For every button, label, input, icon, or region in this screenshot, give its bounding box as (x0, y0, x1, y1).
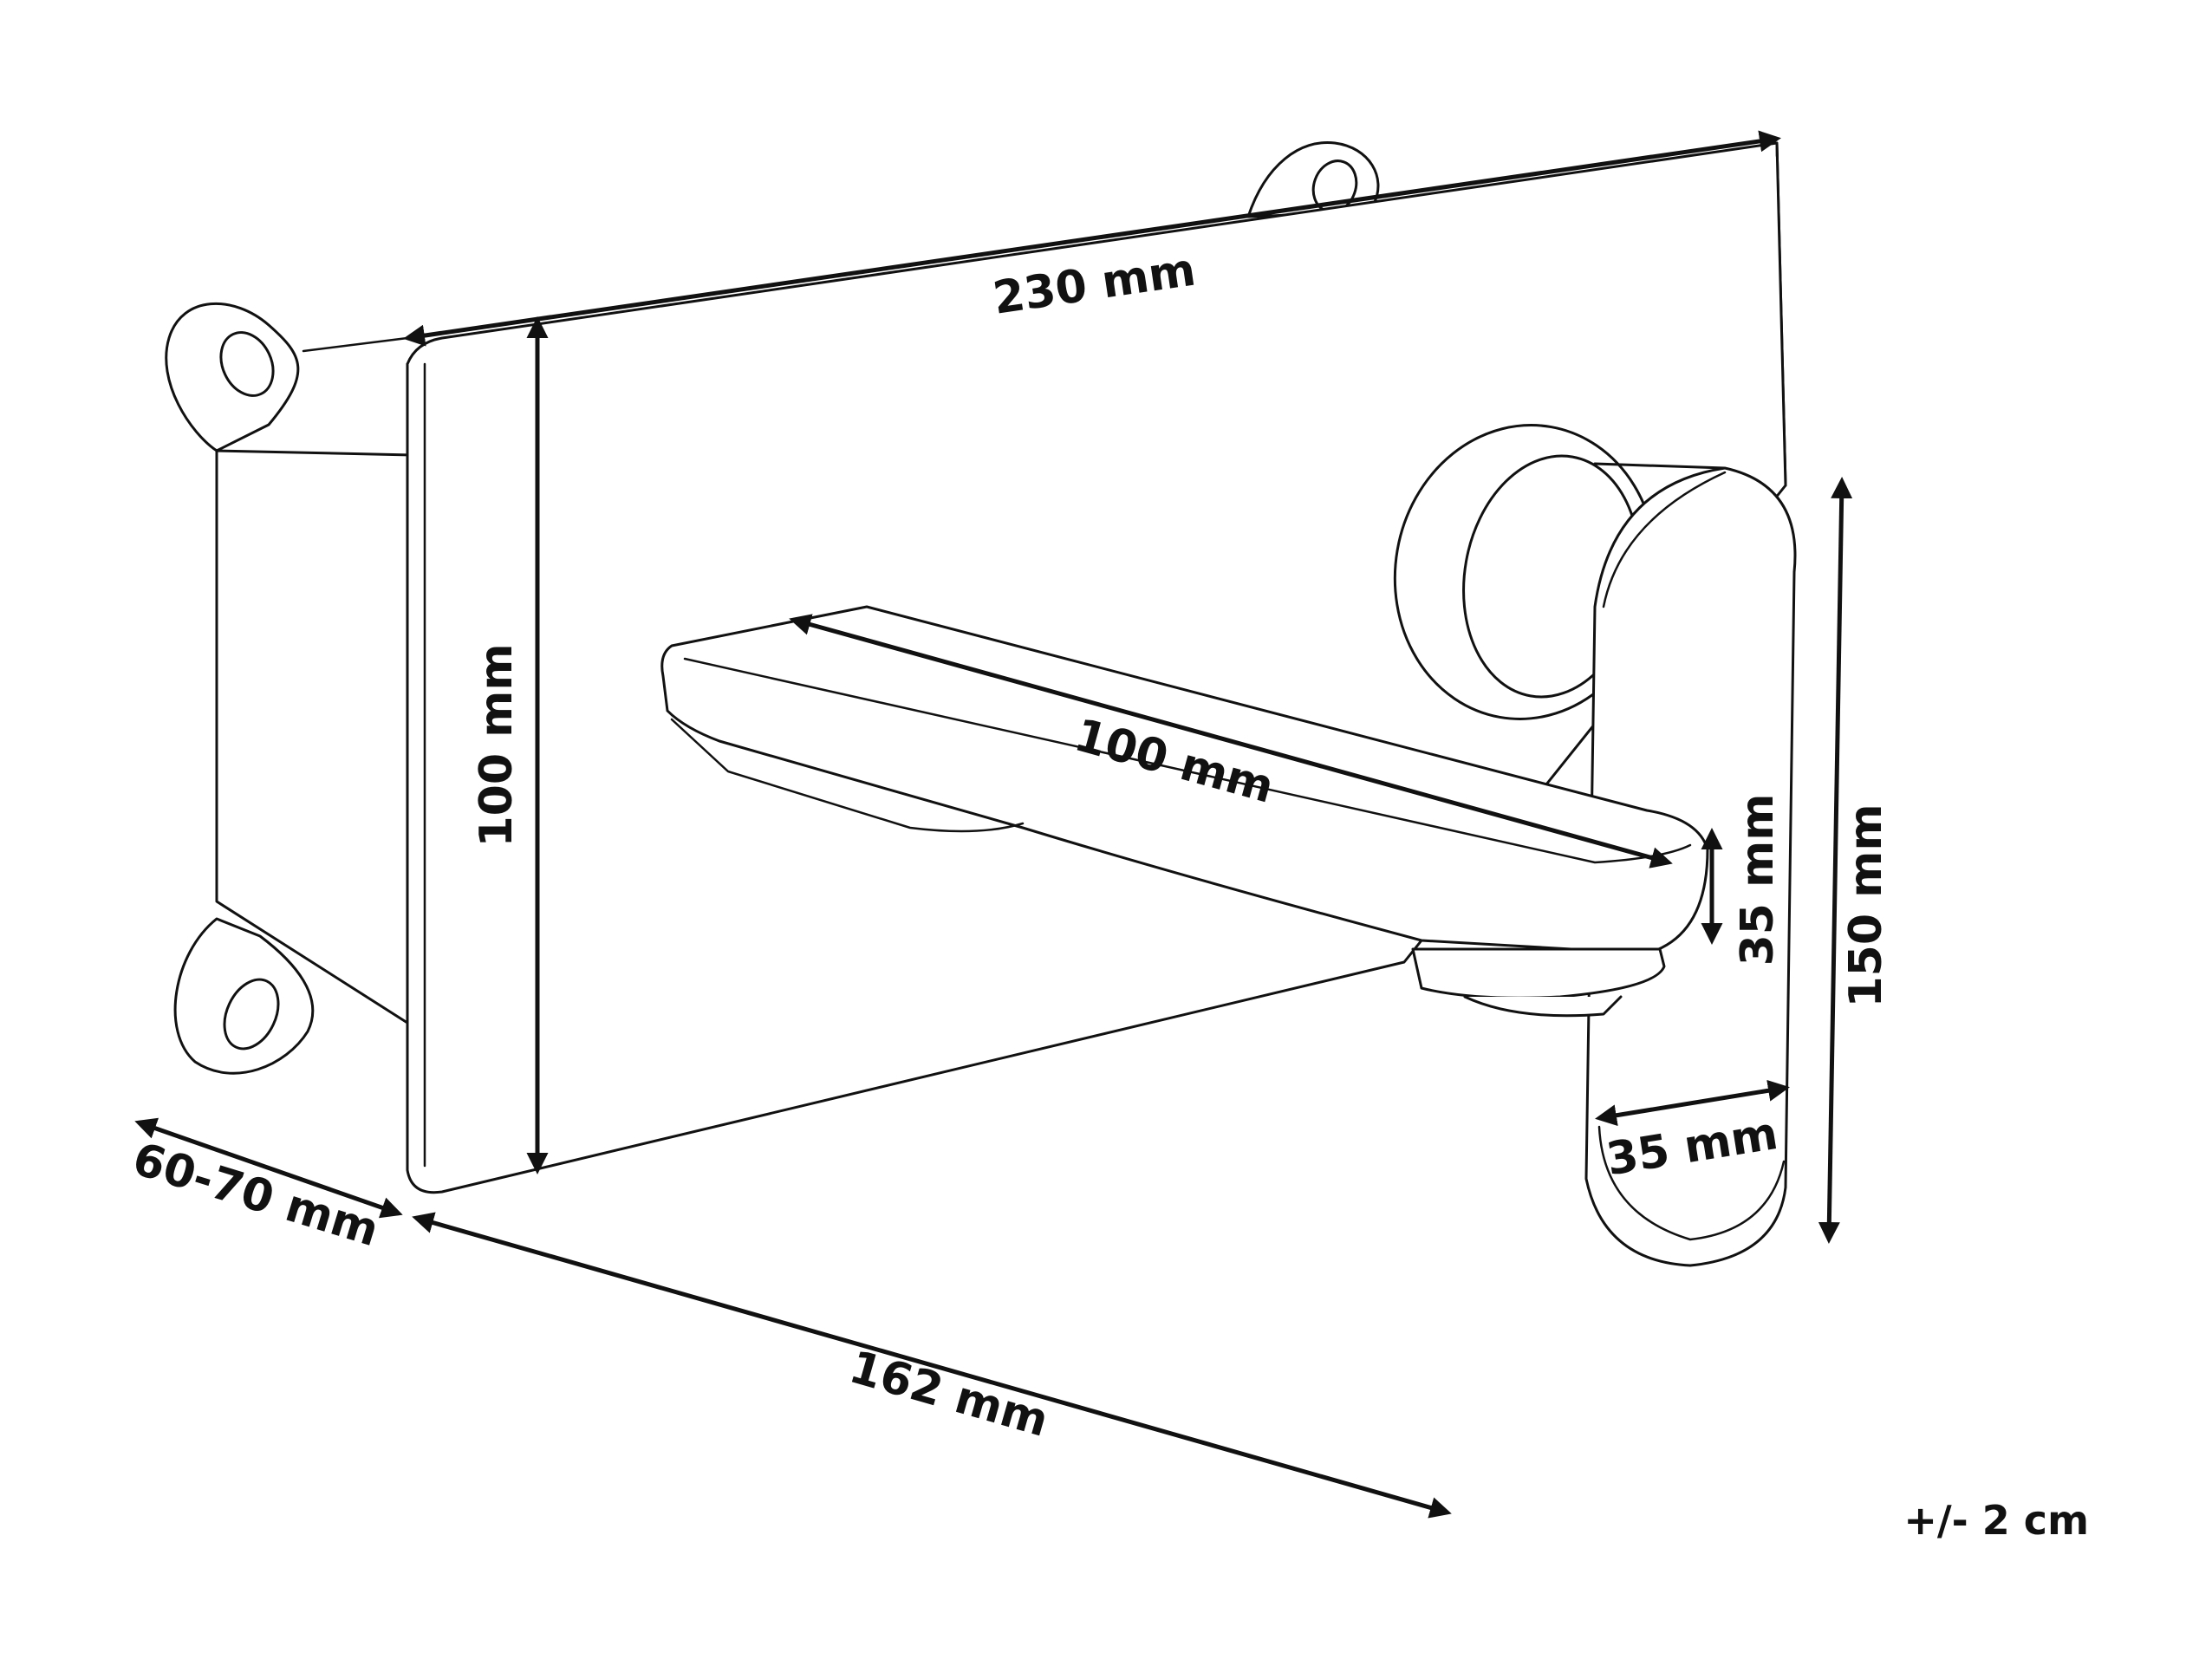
dim-arrow-panel-width (403, 130, 1781, 347)
label-handle-height: 150 mm (1840, 803, 1892, 1007)
tolerance-note: +/- 2 cm (1903, 1497, 2089, 1544)
lever-bottom-edge (1597, 1125, 1786, 1241)
dim-arrow-handle-width (1595, 1079, 1790, 1127)
dim-arrow-total-length (412, 1212, 1452, 1519)
lever-edge (1602, 471, 1727, 608)
label-total-length: 162 mm (843, 1341, 1053, 1447)
extension-line-left (302, 336, 409, 353)
label-depth-box: 60-70 mm (127, 1133, 385, 1257)
dim-arrow-depth-box (134, 1117, 403, 1219)
dim-arrow-spout-length (789, 614, 1673, 869)
dim-arrow-handle-height (1818, 477, 1853, 1244)
ear-hole-top-left (219, 331, 275, 397)
label-panel-height: 100 mm (471, 643, 523, 847)
dimension-lines (134, 130, 1853, 1519)
spout-aerator-lower (1463, 995, 1623, 1018)
ear-hole-bottom-left (223, 978, 280, 1051)
label-spout-thickness: 35 mm (1732, 794, 1784, 966)
